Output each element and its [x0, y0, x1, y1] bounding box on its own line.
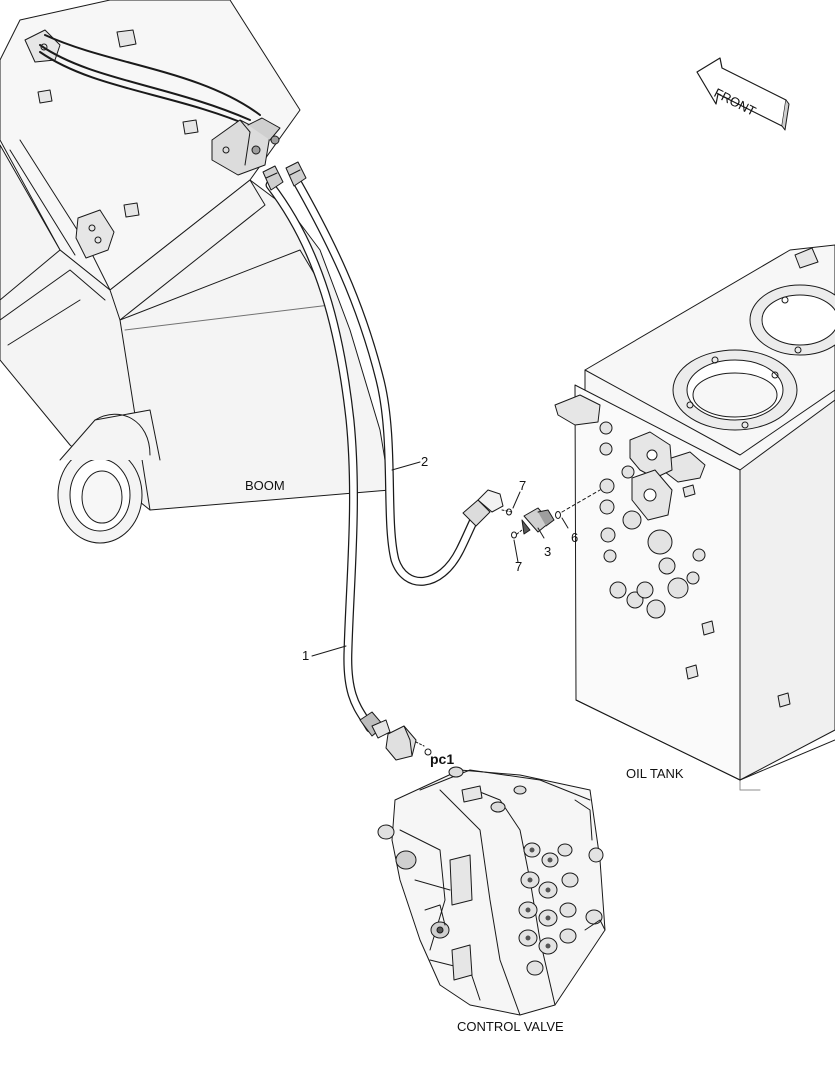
label-oil-tank: OIL TANK — [626, 766, 684, 781]
front-arrow — [696, 57, 790, 131]
label-boom: BOOM — [245, 478, 285, 493]
label-port-pc1: pc1 — [430, 751, 455, 767]
callout-2: 2 — [421, 454, 429, 469]
control-valve — [377, 766, 606, 1016]
fitting-parts — [501, 489, 601, 539]
boom-assembly — [0, 0, 391, 544]
callout-1: 1 — [302, 648, 310, 663]
label-control-valve: CONTROL VALVE — [457, 1019, 564, 1034]
callout-7-upper: 7 — [519, 478, 527, 493]
callout-leaders — [311, 461, 569, 657]
oil-tank — [554, 244, 835, 791]
hose-2 — [285, 161, 504, 586]
callout-7-lower: 7 — [515, 559, 523, 574]
hose-1 — [262, 165, 432, 761]
callout-3: 3 — [544, 544, 552, 559]
callout-6: 6 — [571, 530, 579, 545]
